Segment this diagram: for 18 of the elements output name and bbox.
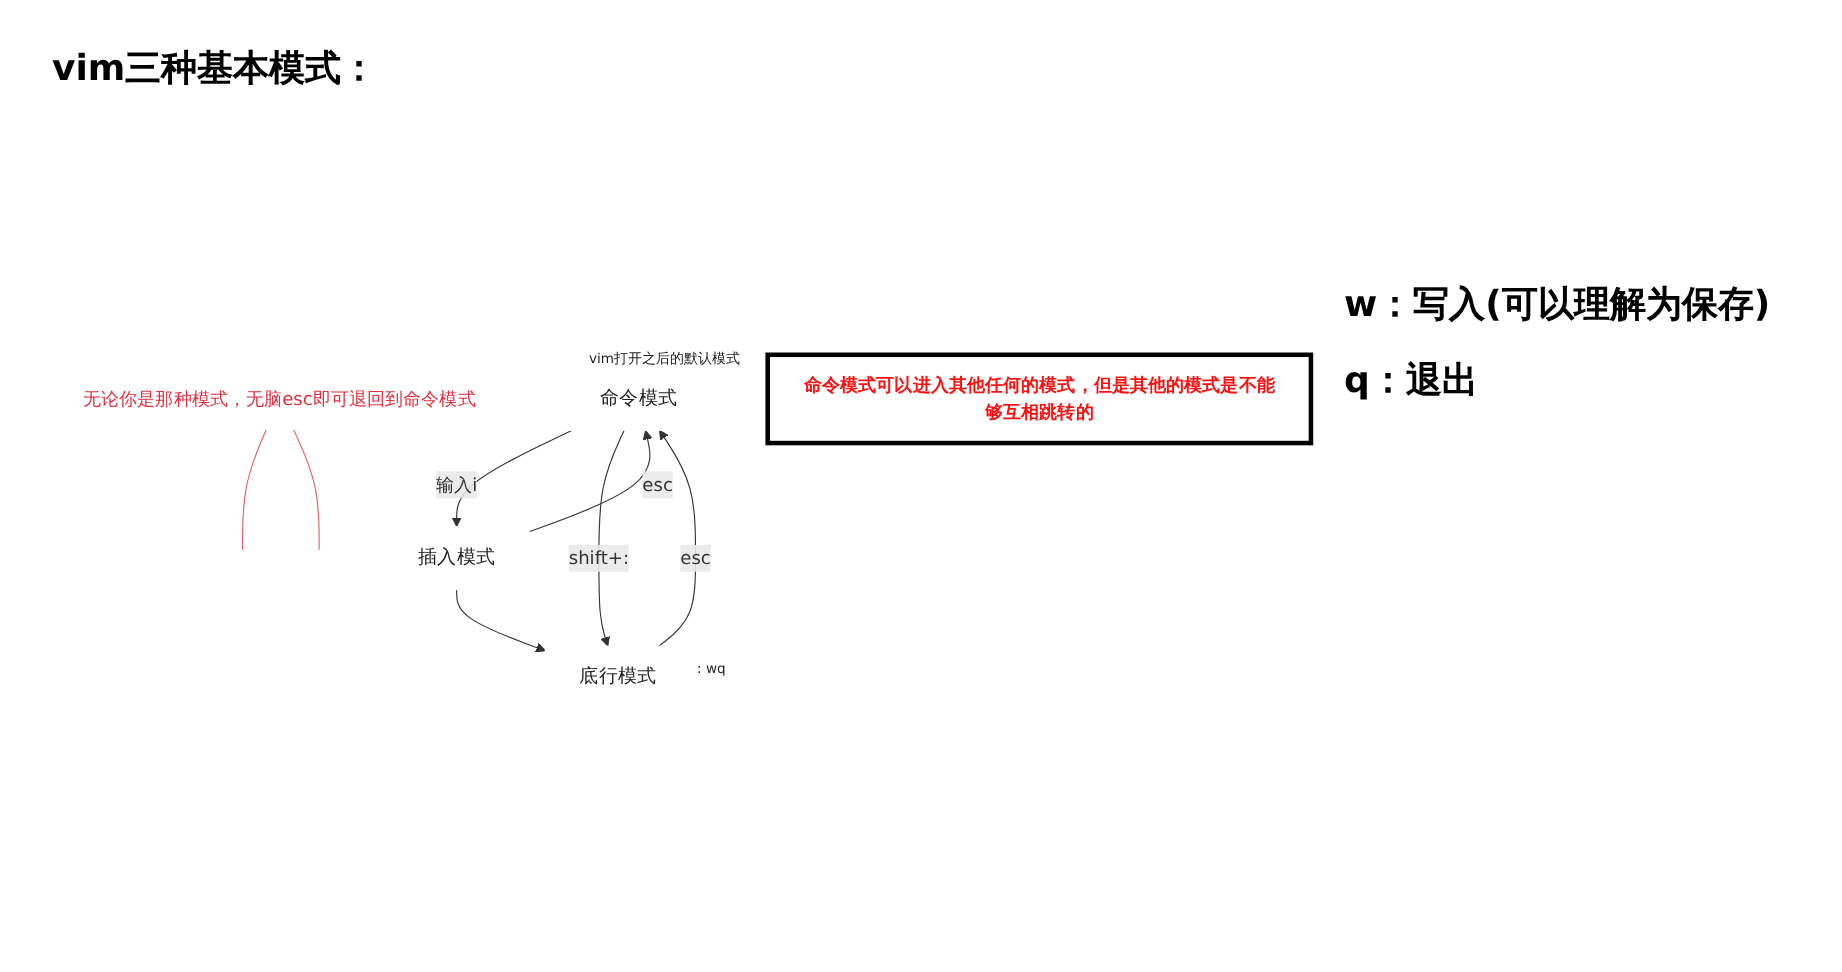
node-text: 无论你是那种模式，无脑esc即可退回到命令模式	[83, 387, 476, 410]
node-box: 命令模式可以进入其他任何的模式，但是其他的模式是不能够互相跳转的	[765, 352, 1314, 446]
note-text: w：写入(可以理解为保存)	[1344, 282, 1771, 328]
arrow	[451, 429, 573, 528]
arrow	[528, 429, 653, 533]
edge-label: 输入i	[436, 473, 478, 496]
node-text: 插入模式	[418, 546, 496, 569]
node-text: 底行模式	[579, 665, 657, 689]
arrow	[456, 589, 546, 653]
connector	[292, 428, 320, 551]
edge-label: shift+:	[568, 546, 630, 569]
connector	[242, 428, 267, 551]
note-text: q：退出	[1344, 358, 1480, 404]
edge-label: esc	[642, 473, 673, 496]
diagram-title: vim三种基本模式：	[52, 46, 378, 92]
edge-label: esc	[680, 546, 711, 569]
node-text: 命令模式	[600, 386, 678, 410]
arrow	[658, 429, 697, 647]
